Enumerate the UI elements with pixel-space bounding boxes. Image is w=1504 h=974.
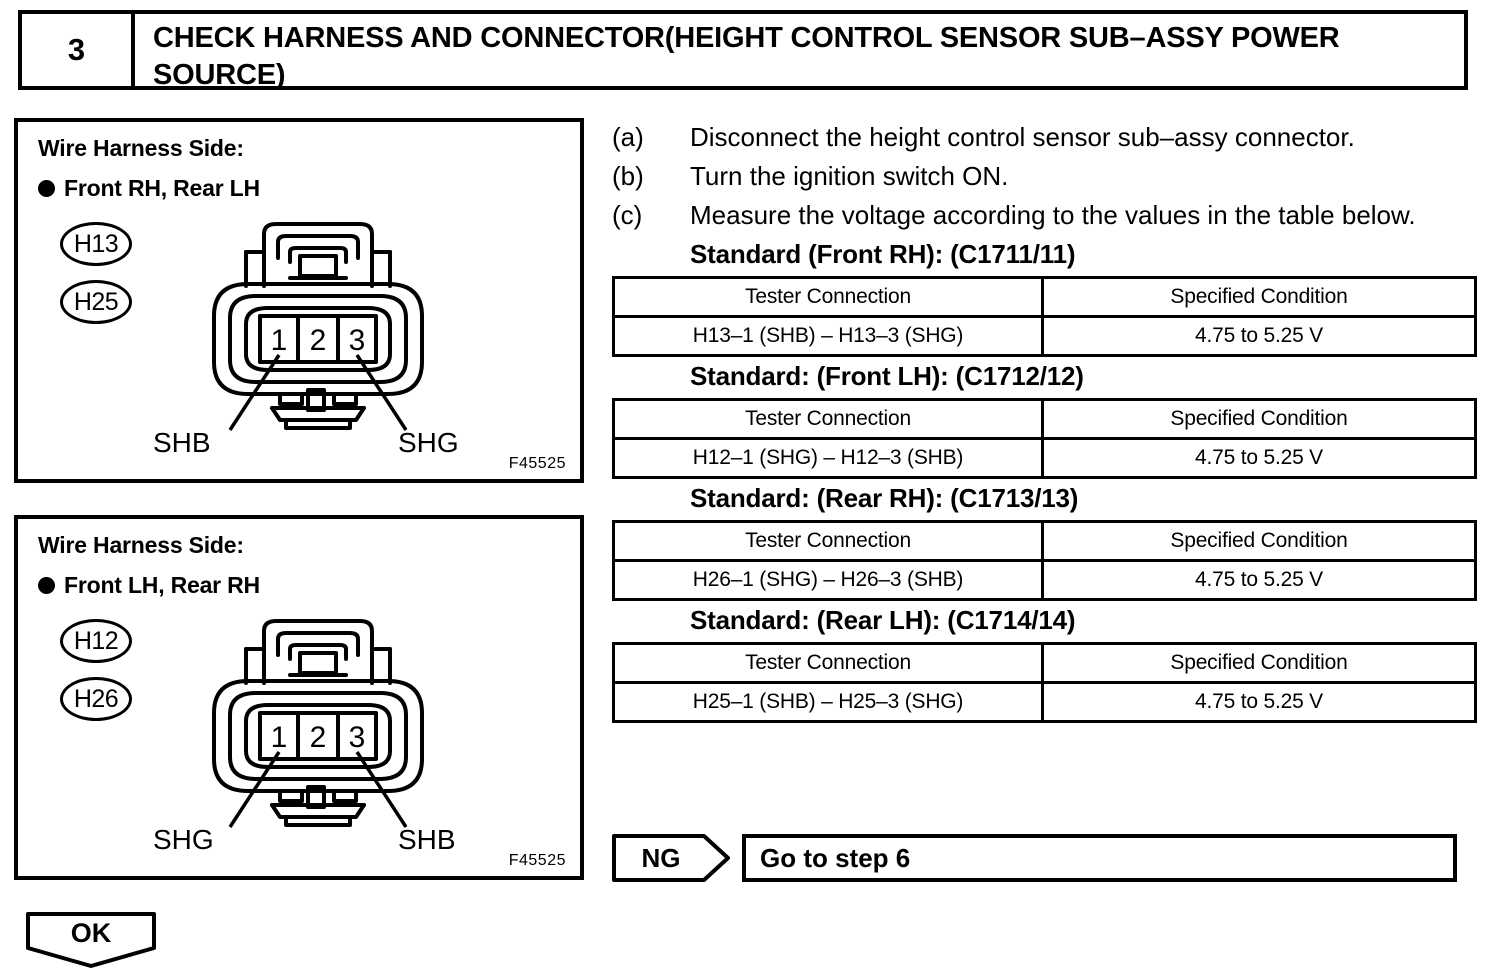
instruction-text: Disconnect the height control sensor sub… <box>690 122 1355 152</box>
ng-label: NG <box>641 842 681 873</box>
spec-table: Tester Connection Specified Condition H2… <box>612 641 1477 723</box>
connector-pinout-icon: 1 2 3 <box>212 619 424 828</box>
instruction-marker: (a) <box>612 122 644 152</box>
wire-harness-diagram-front-lh-rear-rh: Wire Harness Side: Front LH, Rear RH H12… <box>14 515 584 880</box>
pin-number: 2 <box>310 324 327 357</box>
step-title: CHECK HARNESS AND CONNECTOR(HEIGHT CONTR… <box>153 22 1340 92</box>
cell-specified-condition: 4.75 to 5.25 V <box>1041 558 1477 601</box>
instruction-item: (b) Turn the ignition switch ON. <box>612 157 1472 195</box>
pin-number: 2 <box>310 721 327 754</box>
table-header-row: Tester Connection Specified Condition <box>612 275 1477 318</box>
instruction-marker: (b) <box>612 161 644 192</box>
pin-label-right: SHG <box>398 427 459 458</box>
cell-specified-condition: 4.75 to 5.25 V <box>1041 436 1477 479</box>
pin-number: 3 <box>349 721 366 754</box>
table-header-row: Tester Connection Specified Condition <box>612 519 1477 562</box>
spec-table: Tester Connection Specified Condition H1… <box>612 275 1477 357</box>
ok-arrow-icon <box>26 912 156 968</box>
table-row: H26–1 (SHG) – H26–3 (SHB) 4.75 to 5.25 V <box>612 558 1477 601</box>
panel-subheading-label: Front LH, Rear RH <box>64 572 260 598</box>
step-number: 3 <box>22 14 135 86</box>
instruction-list: (a) Disconnect the height control sensor… <box>612 118 1472 235</box>
connector-code-badge: H13 <box>60 222 132 266</box>
column-header-specified-condition: Specified Condition <box>1041 275 1477 318</box>
ng-arrow-icon <box>612 834 730 882</box>
step-header: 3 CHECK HARNESS AND CONNECTOR(HEIGHT CON… <box>18 10 1468 92</box>
cell-tester-connection: H25–1 (SHB) – H25–3 (SHG) <box>612 680 1044 723</box>
pin-label-left: SHB <box>153 427 211 458</box>
standard-heading: Standard: (Rear LH): (C1714/14) <box>690 604 1076 635</box>
instruction-item: (a) Disconnect the height control sensor… <box>612 118 1472 156</box>
table-row: H12–1 (SHG) – H12–3 (SHB) 4.75 to 5.25 V <box>612 436 1477 479</box>
connector-pinout-icon: 1 2 3 <box>212 222 424 431</box>
ng-action-box[interactable]: Go to step 6 <box>742 834 1457 882</box>
table-header-row: Tester Connection Specified Condition <box>612 641 1477 684</box>
ok-badge: OK <box>26 912 156 968</box>
ng-action-label: Go to step 6 <box>760 842 911 873</box>
standard-heading: Standard (Front RH): (C1711/11) <box>690 238 1076 269</box>
instruction-marker: (c) <box>612 200 643 231</box>
bullet-dot-icon <box>38 577 55 594</box>
panel-subheading-label: Front RH, Rear LH <box>64 175 260 201</box>
panel-subheading: Front LH, Rear RH <box>38 572 260 599</box>
column-header-specified-condition: Specified Condition <box>1041 519 1477 562</box>
panel-heading: Wire Harness Side: <box>38 532 244 558</box>
connector-code-badge: H26 <box>60 677 132 721</box>
instruction-text: Turn the ignition switch ON. <box>690 161 1009 192</box>
ok-label: OK <box>70 918 112 948</box>
table-row: H13–1 (SHB) – H13–3 (SHG) 4.75 to 5.25 V <box>612 314 1477 357</box>
pin-label-left: SHG <box>153 824 214 855</box>
column-header-tester-connection: Tester Connection <box>612 397 1044 440</box>
pin-number: 1 <box>271 324 288 357</box>
wire-harness-diagram-front-rh-rear-lh: Wire Harness Side: Front RH, Rear LH H13… <box>14 118 584 483</box>
ng-badge: NG <box>612 834 730 882</box>
cell-tester-connection: H26–1 (SHG) – H26–3 (SHB) <box>612 558 1044 601</box>
standard-heading: Standard: (Front LH): (C1712/12) <box>690 360 1084 391</box>
table-header-row: Tester Connection Specified Condition <box>612 397 1477 440</box>
spec-table: Tester Connection Specified Condition H2… <box>612 519 1477 601</box>
panel-subheading: Front RH, Rear LH <box>38 175 260 202</box>
standard-heading: Standard: (Rear RH): (C1713/13) <box>690 482 1079 513</box>
connector-code-badge: H12 <box>60 619 132 663</box>
figure-id: F45525 <box>508 852 566 869</box>
spec-table: Tester Connection Specified Condition H1… <box>612 397 1477 479</box>
instruction-item: (c) Measure the voltage according to the… <box>612 196 1472 234</box>
column-header-specified-condition: Specified Condition <box>1041 397 1477 440</box>
bullet-dot-icon <box>38 180 55 197</box>
table-row: H25–1 (SHB) – H25–3 (SHG) 4.75 to 5.25 V <box>612 680 1477 723</box>
ng-result-row: NG Go to step 6 <box>612 834 1457 882</box>
column-header-tester-connection: Tester Connection <box>612 275 1044 318</box>
connector-code-badge: H25 <box>60 280 132 324</box>
column-header-tester-connection: Tester Connection <box>612 641 1044 684</box>
cell-tester-connection: H12–1 (SHG) – H12–3 (SHB) <box>612 436 1044 479</box>
procedure-column: (a) Disconnect the height control sensor… <box>612 118 1477 727</box>
instruction-text: Measure the voltage according to the val… <box>690 200 1416 231</box>
pin-number: 3 <box>349 324 366 357</box>
panel-heading: Wire Harness Side: <box>38 135 244 161</box>
cell-tester-connection: H13–1 (SHB) – H13–3 (SHG) <box>612 314 1044 357</box>
pin-number: 1 <box>271 721 288 754</box>
pin-label-right: SHB <box>398 824 456 855</box>
cell-specified-condition: 4.75 to 5.25 V <box>1041 680 1477 723</box>
cell-specified-condition: 4.75 to 5.25 V <box>1041 314 1477 357</box>
figure-id: F45525 <box>508 455 566 472</box>
column-header-tester-connection: Tester Connection <box>612 519 1044 562</box>
column-header-specified-condition: Specified Condition <box>1041 641 1477 684</box>
